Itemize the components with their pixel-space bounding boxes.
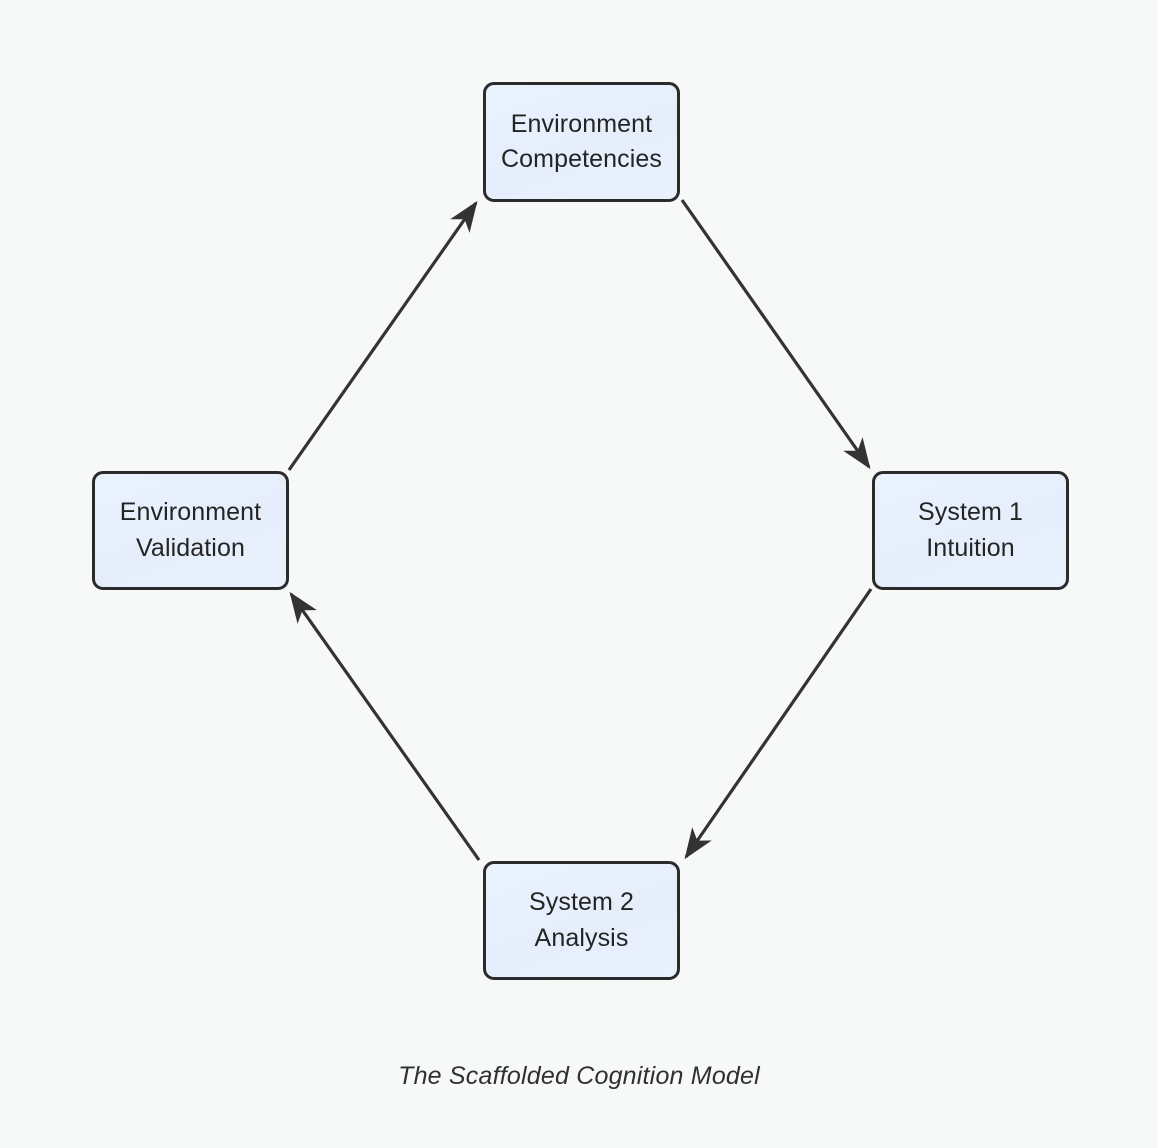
node-label-line1: Environment — [510, 109, 653, 138]
edge-system2-to-validation — [289, 591, 481, 861]
node-label-line1: System 1 — [918, 498, 1023, 526]
node-environment-validation[interactable]: Environment Validation — [92, 471, 289, 590]
node-system-1-intuition[interactable]: System 1 Intuition — [872, 471, 1069, 590]
edge-validation-to-competencies — [287, 200, 478, 471]
node-label-line2: Intuition — [926, 533, 1015, 562]
node-label-line2: Analysis — [534, 923, 629, 952]
node-label-line2: Validation — [136, 533, 245, 562]
node-environment-competencies[interactable]: Environment Competencies — [483, 82, 680, 202]
node-label-line1: System 2 — [529, 888, 634, 916]
node-label-line1: Environment — [119, 498, 262, 526]
diagram-caption: The Scaffolded Cognition Model — [398, 1062, 760, 1090]
node-label-line2: Competencies — [500, 145, 662, 173]
edge-competencies-to-system1 — [680, 199, 871, 470]
node-system-2-analysis[interactable]: System 2 Analysis — [483, 861, 680, 980]
edge-system1-to-system2 — [684, 588, 873, 860]
